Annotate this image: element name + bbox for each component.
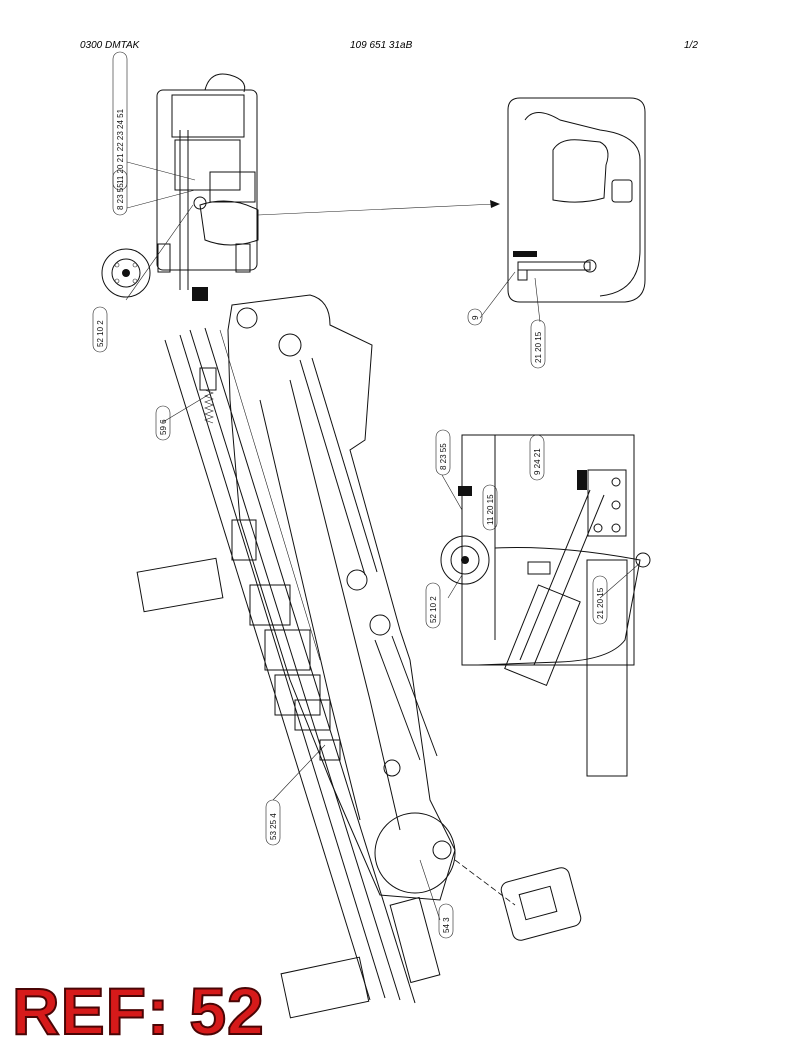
callout-label: 11 20 15 (486, 494, 495, 525)
callout-group-arm-1: 53 25 4 (265, 799, 281, 846)
header-right: 1/2 (684, 40, 698, 51)
callout-label: 8 23 55 (439, 443, 448, 470)
callout-group-spring: 59 6 (155, 405, 171, 441)
callout-label: 59 6 (159, 419, 168, 435)
zoom-detail-panel (479, 97, 646, 323)
callout-group-top-left-2: 8 23 55 (112, 169, 128, 216)
callout-group-right-1: 8 23 55 (435, 429, 451, 476)
callout-label: 53 25 4 (269, 813, 278, 840)
callout-group-zoom-2: 21 20 15 (530, 319, 546, 369)
callout-label: 9 (471, 315, 480, 320)
callout-group-top-left-1: 11 20 21 22 23 24 51 (112, 51, 128, 191)
callout-label: 21 20 15 (534, 331, 543, 363)
callout-label: 9 24 21 (533, 448, 542, 475)
header-center: 109 651 31aB (350, 40, 413, 51)
side-view-detail (440, 434, 651, 777)
crane-arm (136, 294, 582, 1019)
callout-group-top-left-3: 52 10 2 (92, 306, 108, 353)
callout-group-zoom-1: 9 (467, 308, 483, 326)
top-view-detail (101, 73, 500, 301)
callout-group-right-5: 21 20 15 (592, 575, 608, 625)
callout-group-arm-2: 54 3 (438, 903, 454, 939)
callout-label: 52 10 2 (429, 596, 438, 623)
ref-label: REF: 52 (11, 974, 265, 1048)
callout-label: 11 20 21 22 23 24 51 (116, 108, 125, 184)
callout-group-right-2: 9 24 21 (529, 434, 545, 481)
callout-group-right-3: 11 20 15 (482, 484, 498, 531)
callout-group-right-4: 52 10 2 (425, 582, 441, 629)
callout-label: 21 20 15 (596, 587, 605, 619)
header-left: 0300 DMTAK (80, 40, 140, 51)
callout-label: 52 10 2 (96, 320, 105, 347)
callout-label: 8 23 55 (116, 183, 125, 210)
callout-label: 54 3 (442, 917, 451, 933)
